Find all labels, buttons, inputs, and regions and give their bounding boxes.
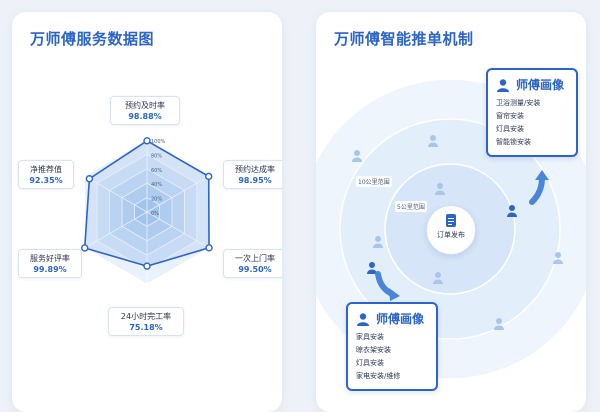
profile-item: 智能锁安装 xyxy=(496,138,531,146)
dispatch-mechanism-card: 万师傅智能推单机制 10公里范围 5公里范围 订单发布 师傅画像 卫浴测量/安装… xyxy=(316,12,586,412)
metric-label-positive-review: 服务好评率 99.89% xyxy=(18,249,82,278)
radar-grid-label: 80% xyxy=(151,153,162,159)
profile-item: 卫浴测量/安装 xyxy=(496,99,541,107)
radar-chart: 100% 80% 60% 40% 20% 0% xyxy=(81,137,213,285)
master-person-icon xyxy=(433,272,443,284)
order-publish-center: 订单发布 xyxy=(426,205,476,255)
radar-data-point xyxy=(81,244,89,252)
master-profile-card-top: 师傅画像 卫浴测量/安装 窗帘安装 灯具安装 智能锁安装 xyxy=(486,68,578,157)
outer-ring-label: 10公里范围 xyxy=(356,176,392,187)
metric-label-first-visit: 一次上门率 99.50% xyxy=(223,249,282,278)
metric-label-24h-completion: 24小时完工率 75.18% xyxy=(108,307,184,336)
dispatch-arrow xyxy=(529,175,545,205)
radar-data-point xyxy=(143,137,151,145)
radar-data-point xyxy=(143,262,151,270)
master-person-icon xyxy=(553,252,563,264)
metric-value: 98.88% xyxy=(128,112,162,121)
master-person-icon xyxy=(352,150,362,162)
order-publish-label: 订单发布 xyxy=(437,231,465,239)
profile-item: 家电安装/维修 xyxy=(356,372,401,380)
profile-item: 窗帘安装 xyxy=(496,112,524,120)
radar-grid-label: 40% xyxy=(151,182,162,188)
radar-grid-label: 100% xyxy=(151,139,166,145)
master-person-icon xyxy=(435,183,445,195)
profile-item: 晾衣架安装 xyxy=(356,346,391,354)
inner-ring-label: 5公里范围 xyxy=(395,201,427,212)
metric-name: 预约及时率 xyxy=(125,101,165,110)
master-profile-card-bottom: 师傅画像 家具安装 晾衣架安装 灯具安装 家电安装/维修 xyxy=(346,302,438,391)
metric-value: 99.89% xyxy=(33,265,67,274)
dispatch-mechanism-title: 万师傅智能推单机制 xyxy=(334,30,474,48)
metric-name: 24小时完工率 xyxy=(120,312,172,321)
radar-series-area xyxy=(83,139,210,267)
radar-data-point xyxy=(204,172,213,181)
metric-label-booking-fulfillment: 预约达成率 98.95% xyxy=(223,160,282,189)
metric-name: 预约达成率 xyxy=(235,165,275,174)
metric-name: 净推荐值 xyxy=(30,165,62,174)
dispatch-arrow-head xyxy=(535,170,549,180)
radar-axis xyxy=(84,175,148,213)
person-icon xyxy=(357,312,369,326)
metric-value: 98.95% xyxy=(238,176,272,185)
master-person-icon xyxy=(367,262,377,274)
metric-name: 一次上门率 xyxy=(235,254,275,263)
service-data-title: 万师傅服务数据图 xyxy=(30,30,155,48)
radar-axis xyxy=(146,175,210,213)
person-icon xyxy=(497,78,509,92)
metric-name: 服务好评率 xyxy=(30,254,70,263)
metric-value: 92.35% xyxy=(29,176,63,185)
clipboard-icon xyxy=(446,214,456,227)
radar-grid-label: 0% xyxy=(151,211,159,217)
profile-item: 家具安装 xyxy=(356,333,384,341)
radar-grid-label: 20% xyxy=(151,197,162,203)
radar-data-point xyxy=(205,244,213,252)
master-person-icon xyxy=(494,318,504,330)
metric-value: 75.18% xyxy=(129,323,163,332)
service-data-card: 万师傅服务数据图 100% 80% 60% 40% 20% 0% 预约及时率 98.88%… xyxy=(12,12,282,412)
master-person-icon xyxy=(373,236,383,248)
profile-title: 师傅画像 xyxy=(516,78,565,92)
profile-item: 灯具安装 xyxy=(356,359,384,367)
radar-axis xyxy=(146,211,210,249)
profile-item: 灯具安装 xyxy=(496,125,524,133)
metric-label-nps: 净推荐值 92.35% xyxy=(18,160,74,189)
master-person-icon xyxy=(507,205,517,217)
radar-grid-label: 60% xyxy=(151,168,162,174)
radar-axis xyxy=(84,211,148,249)
dispatch-arrow-head xyxy=(389,288,400,301)
metric-value: 99.50% xyxy=(238,265,272,274)
metric-label-booking-timeliness: 预约及时率 98.88% xyxy=(110,96,180,125)
profile-title: 师傅画像 xyxy=(376,312,425,326)
master-person-icon xyxy=(428,135,438,147)
radar-data-point xyxy=(85,175,94,183)
